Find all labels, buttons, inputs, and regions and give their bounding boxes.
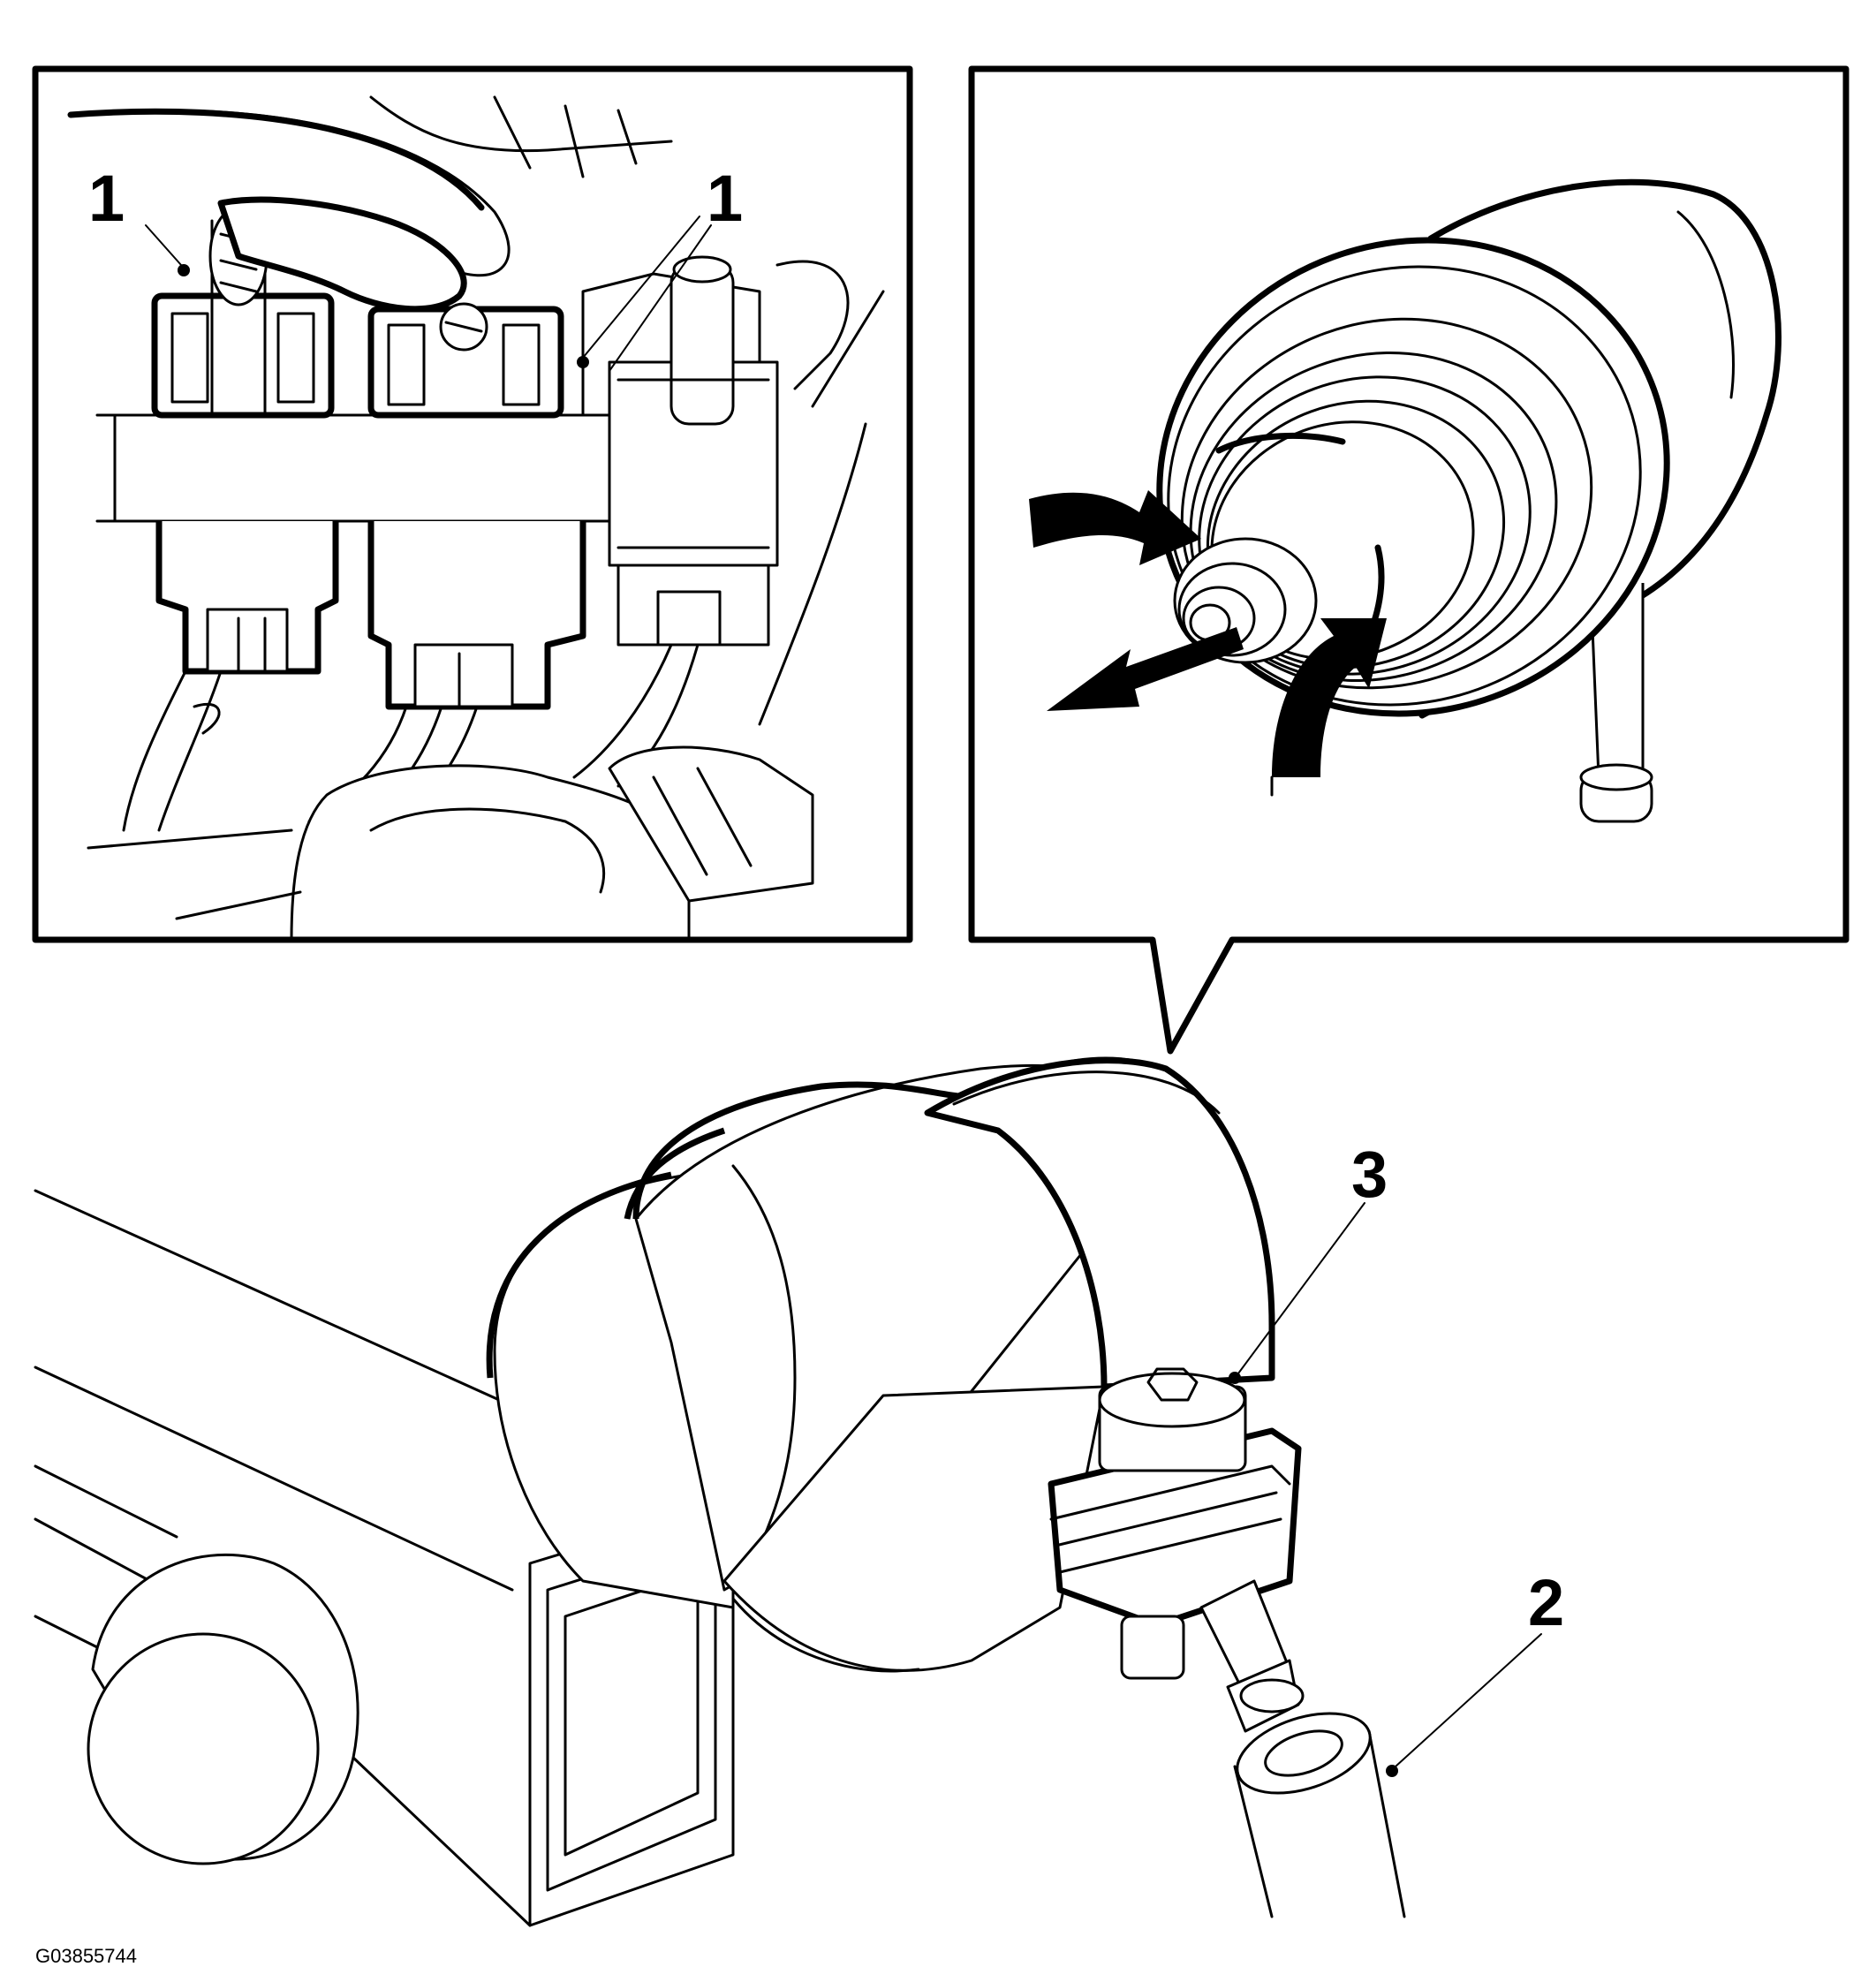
damper-detail-inset-panel <box>968 65 1850 1055</box>
figure-id-label: G03855744 <box>35 1945 137 1967</box>
connector-inset-panel: 1 1 <box>32 65 913 943</box>
callout-label-connector-right: 1 <box>707 162 743 235</box>
fuel-rail-assembly-view: 3 2 <box>34 1056 1564 1927</box>
callout-label-connector-left: 1 <box>88 162 125 235</box>
callout-label-clamp: 3 <box>1351 1138 1388 1211</box>
callout-label-hose: 2 <box>1528 1566 1564 1639</box>
